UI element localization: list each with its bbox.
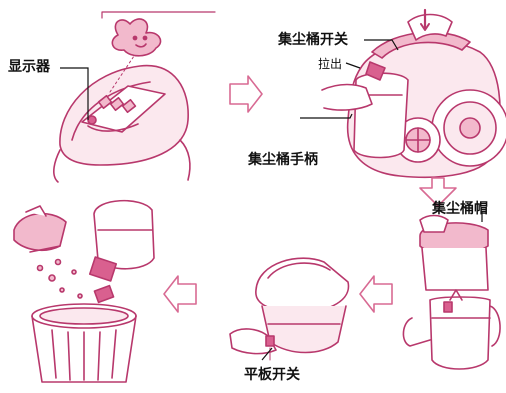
label-display: 显示器 — [8, 59, 50, 75]
label-plate-switch: 平板开关 — [244, 367, 300, 383]
step-arrow-right-icon — [229, 75, 263, 113]
panel-bin-removal — [321, 8, 506, 179]
label-bin-cap: 集尘桶帽 — [432, 201, 488, 217]
step-arrow-left-icon — [163, 275, 197, 313]
label-bin-handle: 集尘桶手柄 — [248, 152, 318, 168]
panel-emptying-trash — [13, 199, 155, 383]
step-arrow-left-icon — [359, 275, 393, 313]
panel-bin-cap — [402, 214, 501, 370]
panel-display — [53, 11, 216, 183]
label-pull-out: 拉出 — [318, 57, 343, 71]
label-bin-switch: 集尘桶开关 — [278, 32, 348, 48]
panel-plate-switch — [229, 257, 350, 361]
step-arrow-down-icon — [419, 177, 457, 207]
